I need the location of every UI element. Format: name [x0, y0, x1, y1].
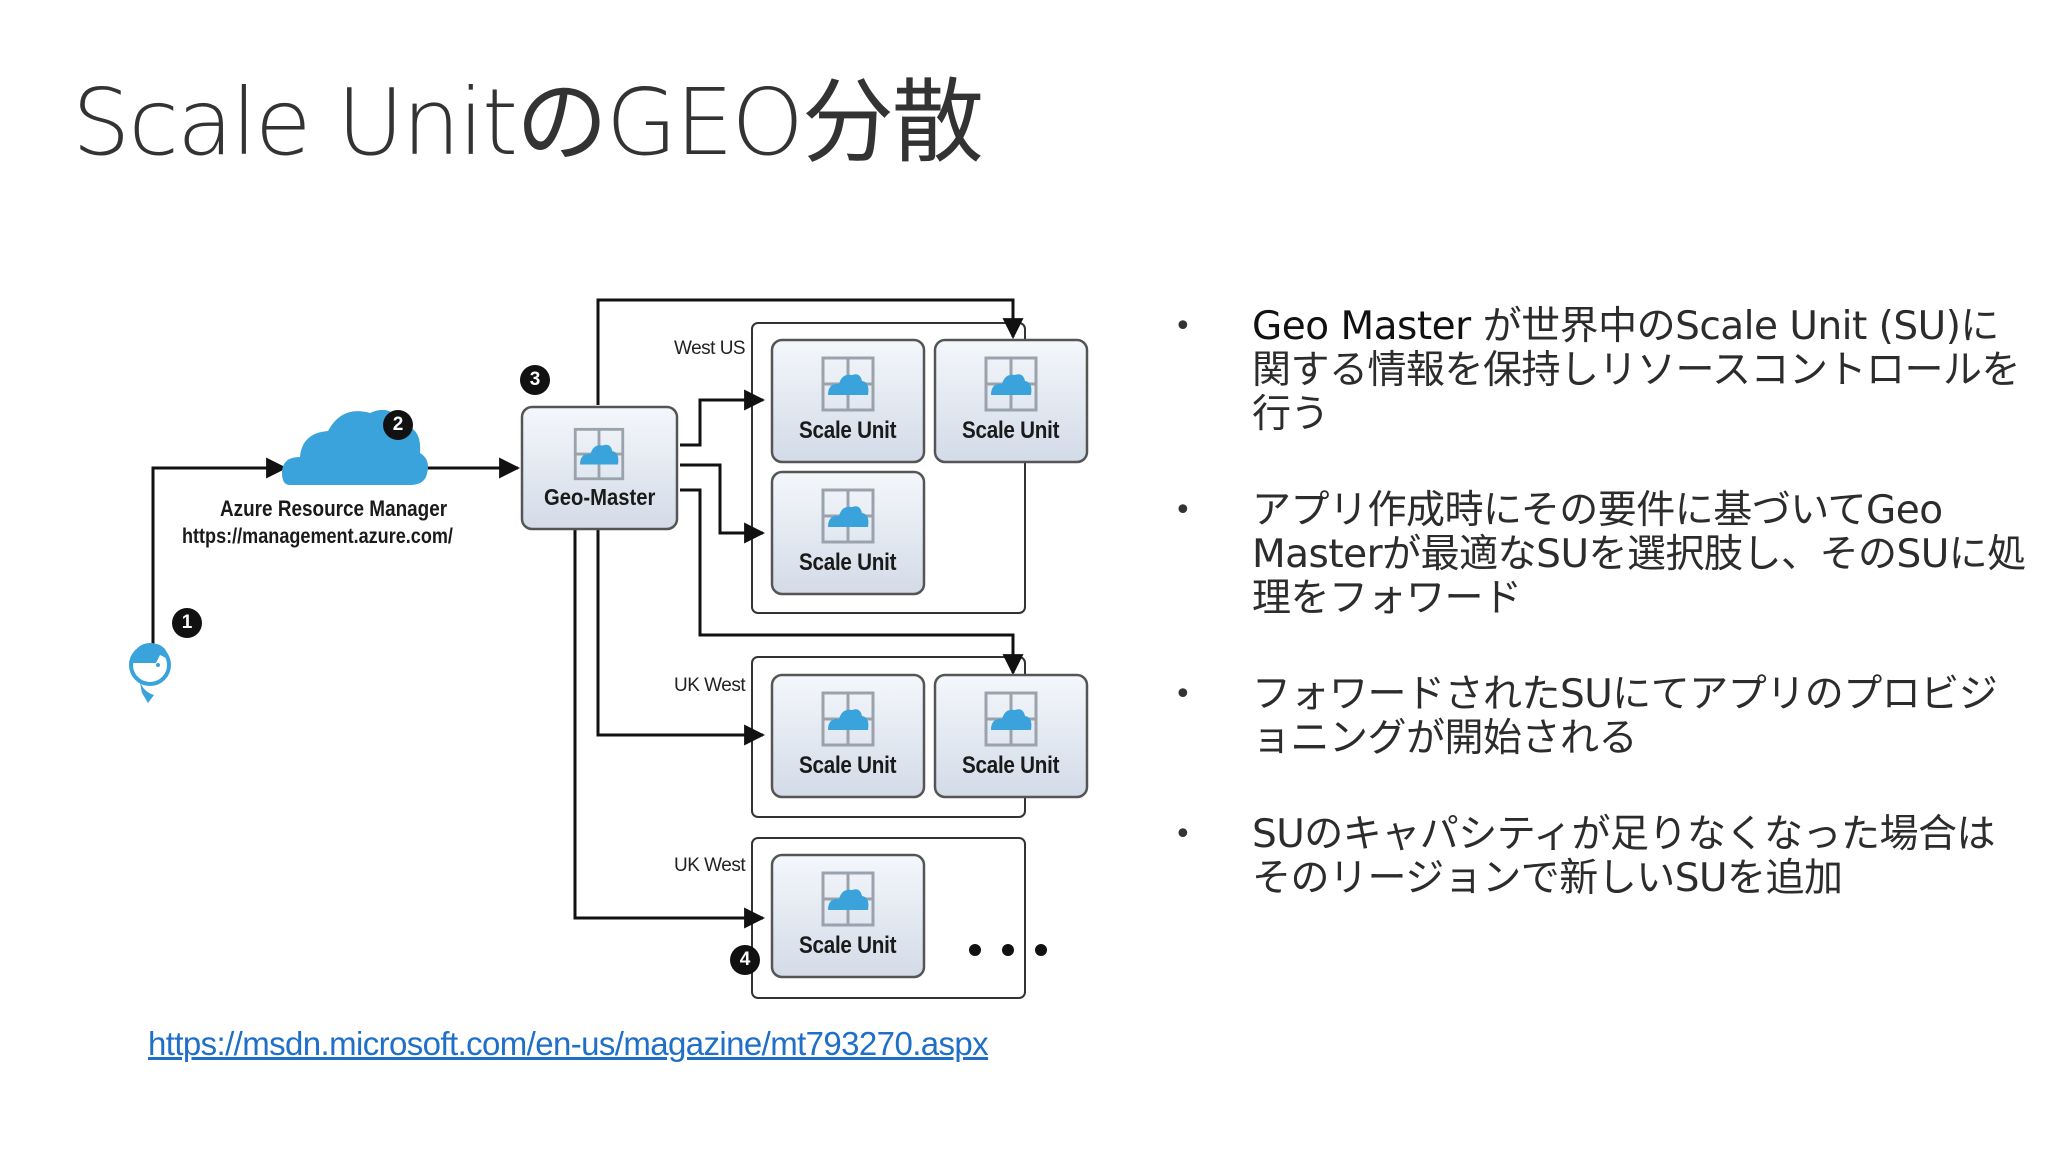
scale-unit-label: Scale Unit	[799, 417, 897, 444]
scale-unit-label: Scale Unit	[799, 549, 897, 576]
bullet-list: • Geo Master が世界中のScale Unit (SU)に関する情報を保…	[1170, 305, 2030, 953]
bullet-text: が世界中のScale Unit (SU)に関する情報を保持しリソースコントロール…	[1252, 304, 2021, 437]
bullet-dot: •	[1174, 309, 1192, 344]
step-marker-1: 1	[172, 608, 202, 638]
bullet-item: • SUのキャパシティが足りなくなった場合はそのリージョンで新しいSUを追加	[1170, 813, 2030, 901]
more-dots	[969, 944, 1047, 956]
scale-unit-label: Scale Unit	[962, 417, 1060, 444]
step-marker-4: 4	[730, 945, 760, 975]
bullet-item: • Geo Master が世界中のScale Unit (SU)に関する情報を保…	[1170, 305, 2030, 437]
arm-url: https://management.azure.com/	[182, 525, 453, 548]
scale-unit-label: Scale Unit	[799, 752, 897, 779]
user-icon	[129, 642, 171, 703]
region-label: West US	[674, 338, 746, 359]
architecture-diagram: 1 2 3 4 Azure Resource Manager https://m…	[120, 285, 1130, 1005]
scale-unit-box	[933, 673, 1089, 799]
bullet-dot: •	[1174, 677, 1192, 712]
scale-unit-box	[770, 470, 926, 596]
bullet-text: SUのキャパシティが足りなくなった場合はそのリージョンで新しいSUを追加	[1252, 812, 1995, 901]
bullet-text: アプリ作成時にその要件に基づいてGeo Masterが最適なSUを選択肢し、その…	[1252, 488, 2026, 621]
bullet-bold-text: Geo Master	[1252, 304, 1471, 349]
arm-label: Azure Resource Manager	[220, 496, 448, 521]
bullet-dot: •	[1174, 493, 1192, 528]
region-label: UK West	[674, 675, 746, 696]
bullet-item: • フォワードされたSUにてアプリのプロビジョニングが開始される	[1170, 673, 2030, 761]
bullet-dot: •	[1174, 817, 1192, 852]
diagram-canvas	[129, 298, 1089, 999]
scale-unit-box	[770, 338, 926, 464]
region-label: UK West	[674, 855, 746, 876]
step-marker-3: 3	[520, 365, 550, 395]
scale-unit-label: Scale Unit	[799, 932, 897, 959]
slide-title: Scale UnitのGEO分散	[72, 69, 984, 176]
source-link[interactable]: https://msdn.microsoft.com/en-us/magazin…	[148, 1025, 989, 1062]
scale-unit-box	[770, 853, 926, 979]
step-marker-2: 2	[383, 410, 413, 440]
scale-unit-box	[933, 338, 1089, 464]
bullet-item: • アプリ作成時にその要件に基づいてGeo Masterが最適なSUを選択肢し、そ…	[1170, 489, 2030, 621]
scale-unit-box	[770, 673, 926, 799]
geo-master-label: Geo-Master	[544, 484, 656, 510]
bullet-text: フォワードされたSUにてアプリのプロビジョニングが開始される	[1252, 672, 1998, 761]
scale-unit-label: Scale Unit	[962, 752, 1060, 779]
